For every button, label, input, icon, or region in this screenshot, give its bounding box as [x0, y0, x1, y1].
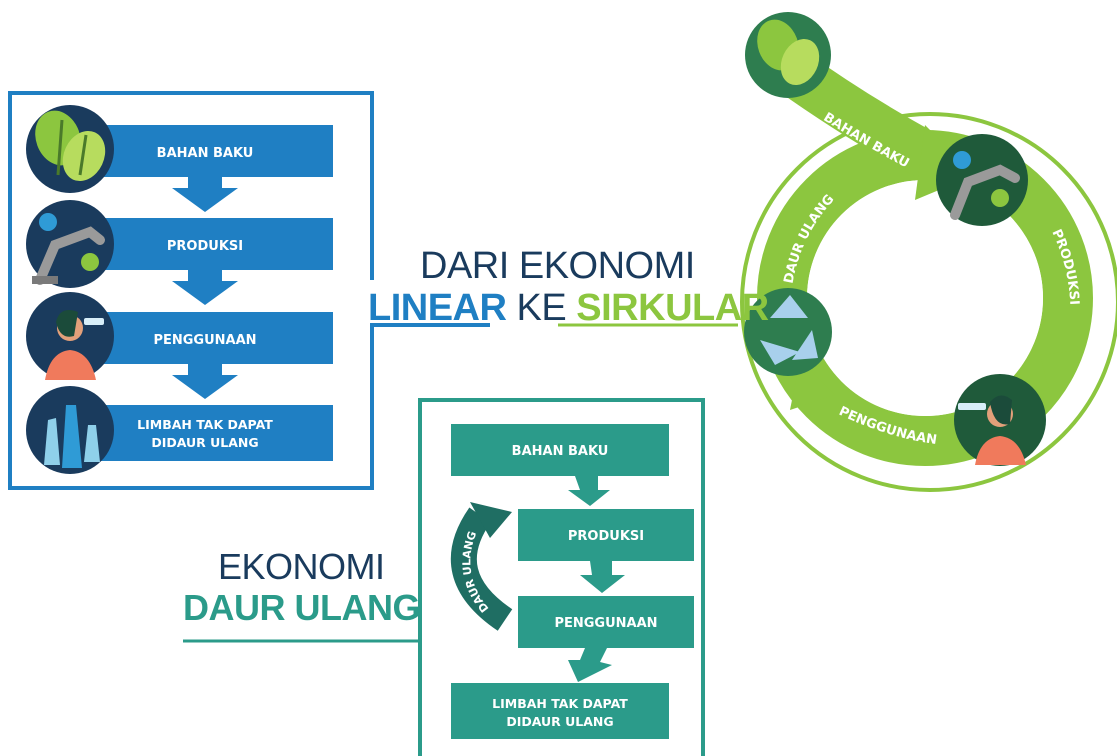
linear-arrow-1 [172, 177, 238, 212]
recycling-arrow-1 [568, 476, 610, 506]
leaf-icon [26, 105, 114, 193]
recycling-loop-band [450, 507, 513, 631]
recycle-symbol-icon [744, 288, 832, 376]
recycling-economy-panel: BAHAN BAKU PRODUKSI PENGGUNAAN LIMBAH TA… [183, 398, 705, 756]
recycling-step-box-limbah [451, 683, 669, 739]
circular-inner-white [807, 180, 1043, 416]
drinking-person-icon [26, 292, 114, 380]
recycling-step-label-penggunaan: PENGGUNAAN [554, 616, 657, 631]
main-title-line2: LINEAR KE SIRKULAR [368, 287, 769, 330]
recycling-step-label-limbah-line2: DIDAUR ULANG [506, 714, 613, 729]
linear-panel-frame [8, 91, 490, 490]
recycling-step-label-produksi: PRODUKSI [568, 529, 644, 544]
linear-step-label-bahan-baku: BAHAN BAKU [157, 146, 254, 161]
title-word-ke: KE [516, 287, 567, 329]
circular-economy-diagram: BAHAN BAKU PRODUKSI PENGGUNAAN DAUR ULAN… [558, 12, 1117, 492]
title-word-sirkular: SIRKULAR [576, 287, 769, 329]
recycling-step-label-limbah-line1: LIMBAH TAK DAPAT [492, 696, 628, 711]
linear-step-box-penggunaan [78, 312, 333, 364]
recycling-step-label-bahan-baku: BAHAN BAKU [512, 444, 609, 459]
linear-arrow-3 [172, 364, 238, 399]
linear-step-box-limbah [78, 405, 333, 461]
main-title-line1: DARI EKONOMI [420, 245, 695, 287]
leaf-icon [745, 12, 831, 98]
recycling-title-line1: EKONOMI [218, 546, 385, 587]
linear-step-box-bahan-baku [78, 125, 333, 177]
recycling-arrow-3 [568, 648, 612, 682]
robot-arm-icon [936, 134, 1028, 226]
linear-step-label-limbah-line1: LIMBAH TAK DAPAT [137, 417, 273, 432]
linear-step-label-produksi: PRODUKSI [167, 239, 243, 254]
recycling-step-box-bahan-baku [451, 424, 669, 476]
linear-step-label-limbah-line2: DIDAUR ULANG [151, 435, 258, 450]
circular-arrow-head-2 [1040, 350, 1080, 395]
plastic-bottles-icon [26, 386, 114, 474]
recycling-title-line2: DAUR ULANG [183, 587, 420, 628]
linear-step-label-penggunaan: PENGGUNAAN [153, 333, 256, 348]
circular-outer-ring [740, 112, 1117, 492]
recycling-panel-frame [418, 398, 705, 756]
recycling-step-box-produksi [518, 509, 694, 561]
robot-arm-icon [26, 200, 114, 288]
linear-economy-panel: BAHAN BAKU PRODUKSI PENGGUNAAN LIMBAH TA… [8, 91, 490, 490]
recycling-step-box-penggunaan [518, 596, 694, 648]
linear-step-box-produksi [78, 218, 333, 270]
drinking-person-icon [954, 374, 1046, 466]
title-word-linear: LINEAR [368, 287, 507, 329]
recycling-arrow-2 [580, 561, 625, 593]
linear-arrow-2 [172, 270, 238, 305]
recycling-loop-arrow-head [470, 502, 512, 538]
